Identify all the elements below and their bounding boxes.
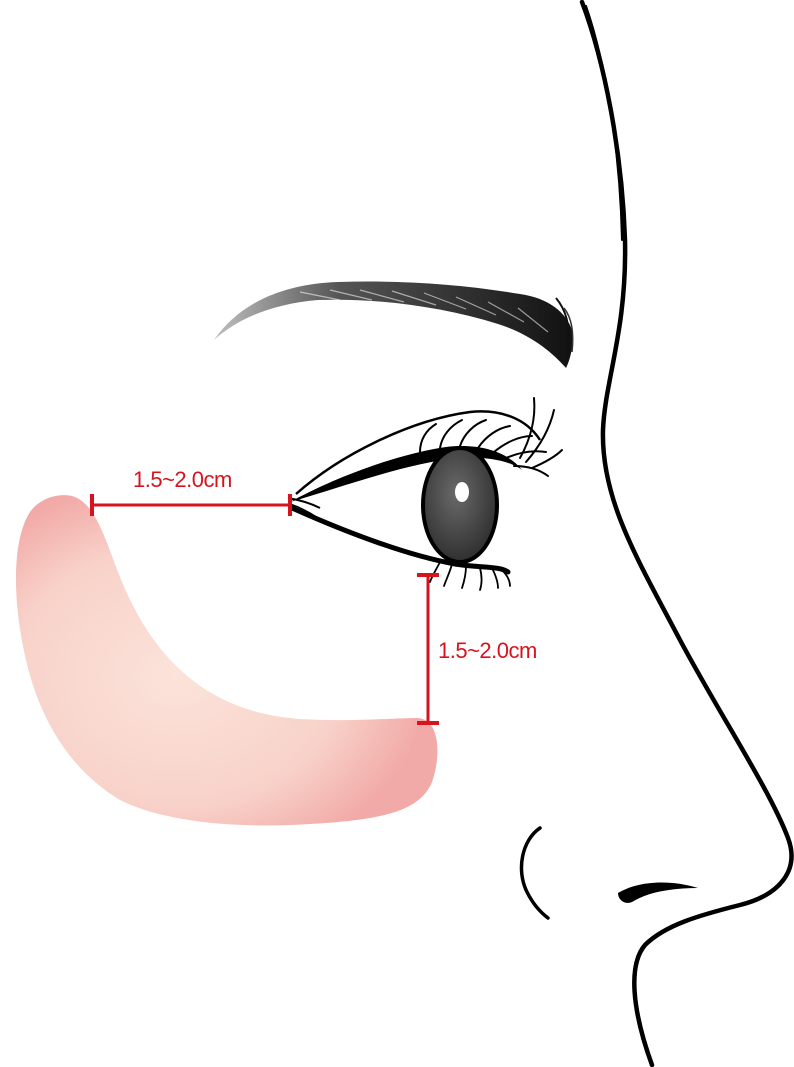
face-profile-outline-icon xyxy=(582,2,791,1065)
eyebrow-icon xyxy=(214,282,573,369)
pupil-highlight xyxy=(455,482,469,502)
nostril-icon xyxy=(618,883,698,903)
vertical-measure-label: 1.5~2.0cm xyxy=(438,638,537,663)
cheek-region-icon xyxy=(16,495,437,825)
vertical-measure: 1.5~2.0cm xyxy=(417,575,537,723)
horizontal-measure-label: 1.5~2.0cm xyxy=(133,467,232,492)
horizontal-measure: 1.5~2.0cm xyxy=(92,467,290,516)
nose-wing-icon xyxy=(521,828,548,918)
eye-icon xyxy=(288,398,562,590)
